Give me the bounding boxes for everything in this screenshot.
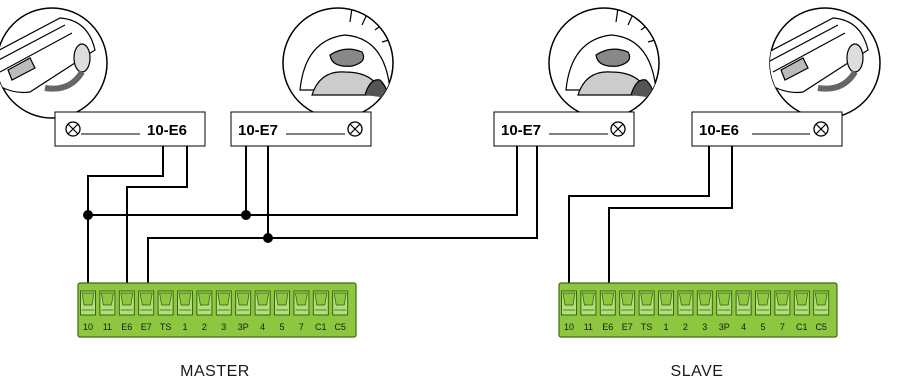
master-terminal-label: 10 [83, 322, 93, 332]
slave-terminal-10: 10 [561, 290, 577, 332]
master-terminal-E6: E6 [118, 290, 135, 332]
slave-terminal-board: 10 11 E6 E7 TS 1 2 3 3P 4 5 7 C1 C5 [558, 282, 838, 338]
lamp-box-3: 10-E7 [493, 111, 635, 147]
master-terminal-1: 1 [177, 290, 193, 332]
lamp-box-2: 10-E7 [230, 111, 372, 147]
lamp-box-4: 10-E6 [691, 111, 843, 147]
master-terminal-label: E6 [121, 322, 132, 332]
slave-terminal-label: E7 [622, 322, 633, 332]
master-terminal-5: 5 [274, 290, 290, 332]
lamp-label-3: 10-E7 [501, 122, 541, 139]
slave-terminal-TS: TS [638, 290, 655, 332]
slave-terminal-11: 11 [580, 290, 597, 332]
flashing-light-illustration-2 [548, 7, 660, 119]
slave-terminal-C1: C1 [793, 290, 810, 332]
master-terminal-4: 4 [254, 290, 271, 332]
slave-terminal-3P: 3P [716, 290, 733, 332]
master-terminal-label: 11 [103, 322, 112, 332]
slave-terminal-label: 4 [741, 322, 746, 332]
light-bar-illustration-2 [769, 7, 881, 119]
wires [83, 146, 733, 296]
master-terminal-2: 2 [196, 290, 213, 332]
lamp-box-1: 10-E6 [54, 111, 206, 147]
master-terminal-label: 2 [202, 322, 207, 332]
master-terminal-C5: C5 [332, 290, 349, 332]
slave-terminal-C5: C5 [813, 290, 830, 332]
master-terminal-11: 11 [99, 290, 116, 332]
master-terminal-label: C5 [334, 322, 346, 332]
master-caption: MASTER [180, 363, 250, 380]
master-terminal-label: 3 [221, 322, 226, 332]
slave-terminal-label: 10 [564, 322, 574, 332]
slave-terminal-7: 7 [774, 290, 791, 332]
master-terminal-label: TS [160, 322, 172, 332]
master-terminal-label: E7 [141, 322, 152, 332]
master-terminal-3: 3 [215, 290, 232, 332]
master-terminal-C1: C1 [312, 290, 329, 332]
lamp-label-1: 10-E6 [147, 122, 187, 139]
slave-terminal-label: 11 [584, 322, 593, 332]
slave-terminal-3: 3 [696, 290, 713, 332]
master-terminal-label: 4 [260, 322, 265, 332]
master-terminal-board: 10 11 E6 E7 TS 1 2 3 3P 4 5 7 C1 C5 [77, 282, 357, 338]
slave-terminal-label: C5 [815, 322, 827, 332]
slave-terminal-label: 5 [760, 322, 765, 332]
master-terminal-label: 7 [299, 322, 304, 332]
slave-terminal-E7: E7 [619, 290, 636, 332]
slave-terminal-label: 3P [719, 322, 730, 332]
master-terminal-7: 7 [293, 290, 310, 332]
slave-terminal-label: 2 [683, 322, 688, 332]
master-terminal-10: 10 [80, 290, 96, 332]
light-bar-illustration-1 [0, 7, 108, 119]
master-terminal-TS: TS [157, 290, 174, 332]
master-terminal-3P: 3P [235, 290, 252, 332]
master-terminal-E7: E7 [138, 290, 155, 332]
slave-terminal-E6: E6 [599, 290, 616, 332]
master-terminal-label: 5 [279, 322, 284, 332]
master-terminal-label: 3P [238, 322, 249, 332]
master-terminal-label: 1 [182, 322, 187, 332]
flashing-light-illustration-1 [282, 7, 394, 119]
slave-terminal-label: 3 [702, 322, 707, 332]
master-terminal-label: C1 [315, 322, 327, 332]
slave-terminal-5: 5 [755, 290, 771, 332]
lamp-label-4: 10-E6 [699, 122, 739, 139]
slave-terminal-label: E6 [602, 322, 613, 332]
slave-caption: SLAVE [671, 363, 724, 380]
slave-terminal-label: 7 [780, 322, 785, 332]
slave-terminal-label: 1 [663, 322, 668, 332]
slave-terminal-4: 4 [735, 290, 752, 332]
slave-terminal-label: TS [641, 322, 653, 332]
slave-terminal-2: 2 [677, 290, 694, 332]
slave-terminal-1: 1 [658, 290, 674, 332]
slave-terminal-label: C1 [796, 322, 808, 332]
lamp-label-2: 10-E7 [238, 122, 278, 139]
